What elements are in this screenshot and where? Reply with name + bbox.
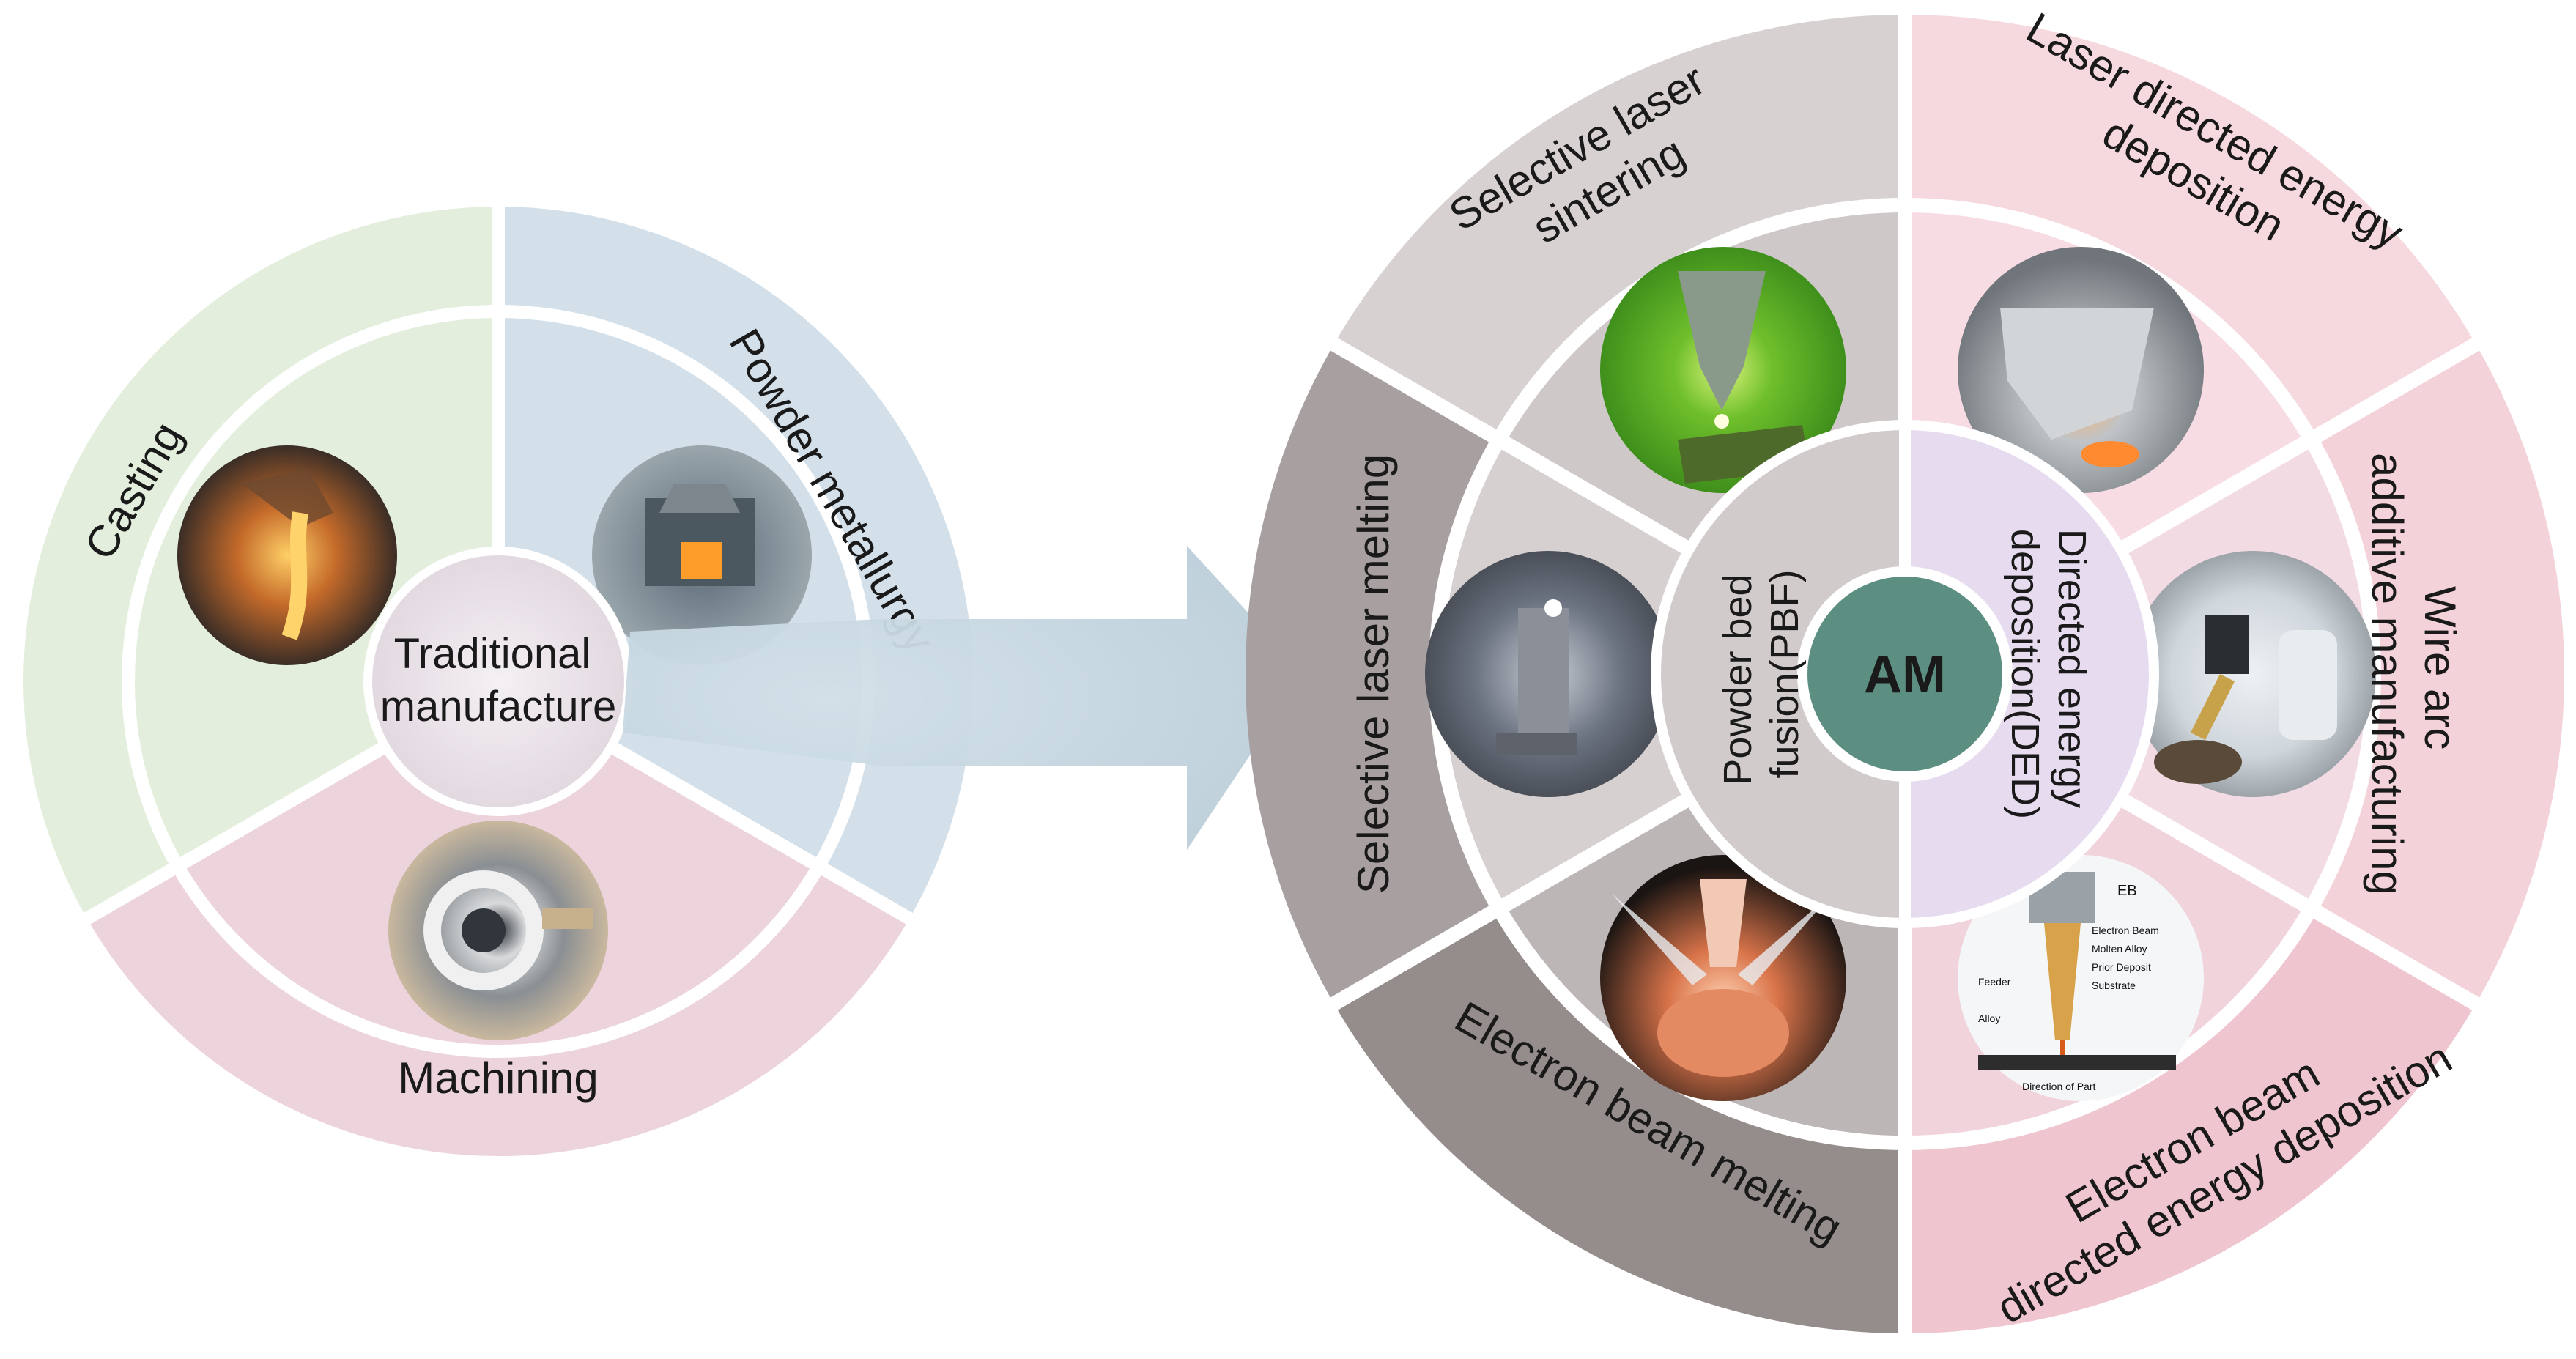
- pbf-half-ring: [1656, 425, 1905, 923]
- molten-metal-pouring-photo: [177, 445, 397, 665]
- am-center: [1797, 566, 2013, 782]
- am-wheel: EB Electron Beam Molten Alloy Prior Depo…: [1246, 0, 2564, 1359]
- ded-half-ring: [1905, 425, 2154, 923]
- laser-melted-part-photo: [1425, 551, 1671, 797]
- schematic-label-molten: Molten Alloy: [2092, 943, 2147, 955]
- right-arrow-icon: [623, 546, 1304, 850]
- traditional-center: [363, 547, 633, 816]
- electron-beam-deposition-schematic: EB Electron Beam Molten Alloy Prior Depo…: [1958, 855, 2204, 1101]
- sintering-furnace-photo: [592, 445, 812, 665]
- lathe-machining-photo: [388, 821, 608, 1040]
- ded-label: Directed energy deposition(DED): [2003, 529, 2094, 819]
- laser-deposition-head-photo: [1958, 247, 2204, 493]
- schematic-label-direction: Direction of Part: [2022, 1081, 2095, 1092]
- waam-label: Wire arc additive manufacturing: [2363, 453, 2465, 895]
- laser-sintering-nozzle-photo: [1600, 247, 1846, 493]
- traditional-manufacture-wheel: Traditional manufacture Casting Powder m…: [23, 198, 974, 1157]
- schematic-label-substrate: Substrate: [2092, 980, 2136, 991]
- slm-label: Selective laser melting: [1349, 454, 1398, 894]
- schematic-label-prior: Prior Deposit: [2092, 961, 2151, 973]
- schematic-label-alloy: Alloy: [1978, 1012, 2000, 1024]
- machining-label: Machining: [398, 1053, 599, 1103]
- pbf-label: Powder bed fusion(PBF): [1716, 563, 1807, 785]
- electron-beam-melt-photo: [1600, 855, 1846, 1101]
- schematic-label-eb: EB: [2117, 883, 2137, 899]
- traditional-center-label: Traditional manufacture: [380, 630, 616, 730]
- schematic-label-feeder: Feeder: [1978, 976, 2011, 988]
- schematic-label-beam: Electron Beam: [2092, 925, 2159, 936]
- am-center-label: AM: [1864, 645, 1946, 704]
- wire-arc-torch-photo: [2130, 551, 2376, 797]
